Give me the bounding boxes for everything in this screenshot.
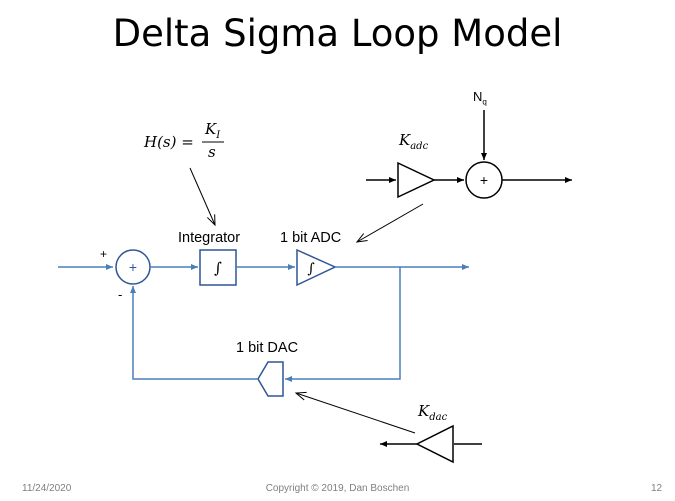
slide-title: Delta Sigma Loop Model: [112, 12, 563, 55]
noise-label-sub: q: [482, 97, 487, 107]
feedback-path-left: [130, 286, 258, 380]
feedback-path-right: [285, 267, 401, 382]
noise-sum-symbol: +: [480, 172, 488, 188]
kadc-label-main: K: [399, 131, 411, 149]
dac-block: [257, 361, 284, 397]
footer-date: 11/24/2020: [22, 483, 72, 494]
tf-numerator-sub: I: [216, 130, 221, 141]
adc-integral-symbol: ∫: [307, 261, 314, 277]
footer-page-number: 12: [651, 483, 663, 494]
noise-label-main: N: [473, 89, 483, 104]
model-to-adc-arrow: [357, 203, 424, 242]
kadc-label: Kadc: [399, 131, 428, 152]
plus-sign: +: [100, 247, 108, 261]
noise-label: Nq: [473, 89, 487, 107]
adc-triangle: [296, 248, 337, 287]
model-to-dac-arrow: [296, 393, 416, 434]
tf-numerator: KI: [205, 120, 220, 141]
tf-denominator: s: [208, 143, 216, 161]
kadc-gain-triangle: [397, 161, 436, 199]
kdac-label-sub: dac: [429, 412, 448, 423]
dac-label: 1 bit DAC: [236, 340, 299, 356]
kadc-label-sub: adc: [410, 141, 429, 152]
integrator-label: Integrator: [178, 230, 241, 246]
integrator-block: [199, 249, 237, 286]
tf-lhs: H(s) =: [144, 133, 194, 151]
loop-sum-symbol: +: [129, 259, 137, 275]
kdac-label-main: K: [418, 402, 430, 420]
kdac-gain-triangle: [415, 424, 454, 464]
tf-numerator-main: K: [205, 120, 217, 138]
kdac-label: Kdac: [418, 402, 447, 423]
integrator-symbol: ∫: [214, 259, 222, 277]
adc-label: 1 bit ADC: [280, 230, 342, 246]
footer-copyright: Copyright © 2019, Dan Boschen: [265, 483, 410, 494]
tf-to-integrator-arrow: [189, 167, 215, 225]
minus-sign: -: [118, 287, 123, 302]
